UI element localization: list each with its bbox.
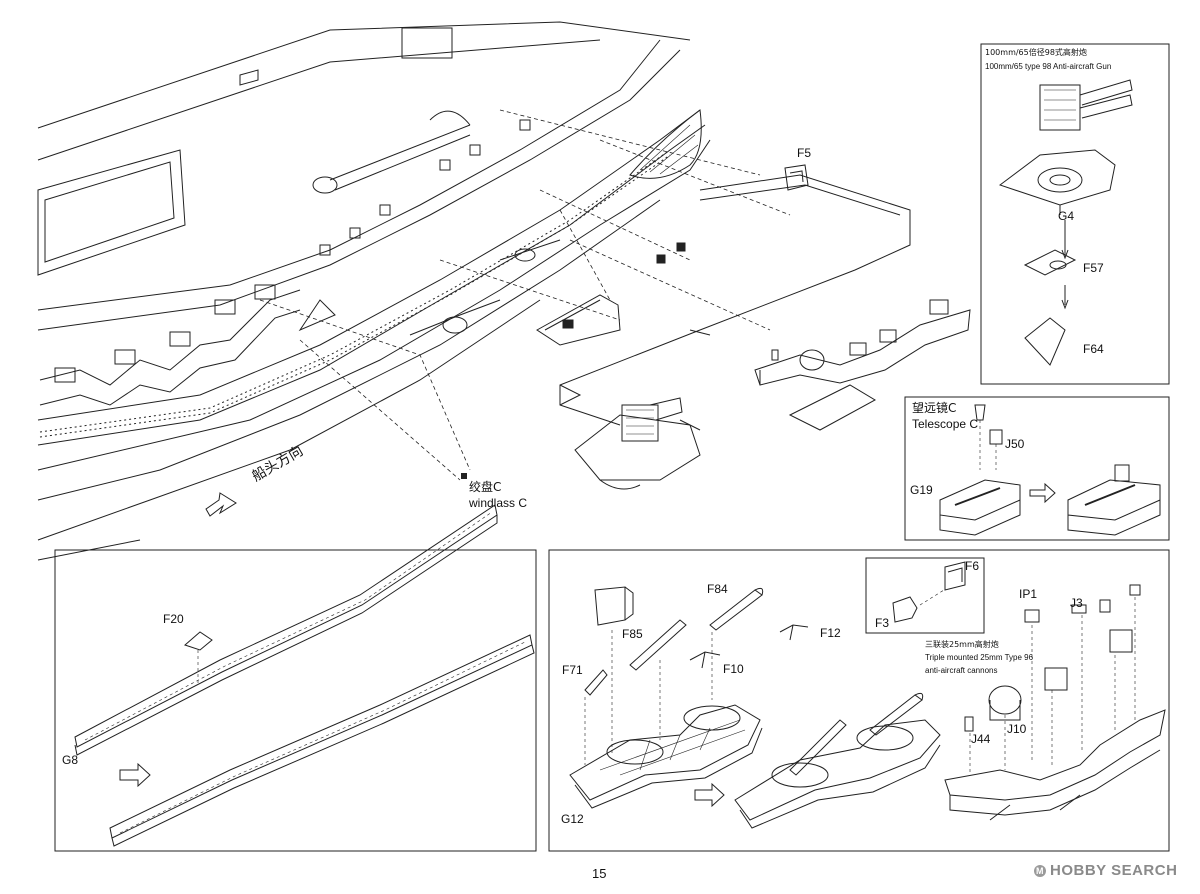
part-label-g8: G8 (62, 753, 79, 767)
cannon-title-en-1: Triple mounted 25mm Type 96 (925, 653, 1034, 662)
telescope-drawing (939, 404, 1161, 536)
part-label-f84: F84 (707, 582, 728, 596)
platform-assembly-drawing (569, 561, 1166, 829)
telescope-title-cn: 望远镜C (912, 401, 957, 415)
windlass-label-cn: 绞盘C (469, 480, 502, 494)
telescope-panel-border (904, 396, 1170, 541)
rail-drawing (74, 504, 535, 847)
part-label-f20: F20 (163, 612, 184, 626)
part-label-g19: G19 (910, 483, 933, 497)
rail-panel-border (54, 549, 537, 852)
part-label-ip1: IP1 (1019, 587, 1038, 601)
watermark: M HOBBY SEARCH (1034, 862, 1177, 879)
cannon-title-cn: 三联装25mm高射炮 (925, 640, 999, 649)
aa-gun-panel-border (980, 43, 1170, 385)
hull-drawing (37, 21, 711, 561)
part-label-f12: F12 (820, 626, 841, 640)
part-label-j44: J44 (971, 732, 991, 746)
watermark-logo-icon: M (1034, 864, 1046, 877)
part-label-f71: F71 (562, 663, 583, 677)
part-label-f3: F3 (875, 616, 890, 630)
part-label-j3: J3 (1070, 596, 1083, 610)
part-label-f85: F85 (622, 627, 643, 641)
telescope-title-en: Telescope C (912, 417, 979, 431)
aa-gun-drawing (998, 79, 1133, 366)
part-label-g4: G4 (1058, 209, 1075, 223)
part-label-f64: F64 (1083, 342, 1104, 356)
aa-gun-title-en: 100mm/65 type 98 Anti-aircraft Gun (985, 62, 1112, 71)
platform-panel-border (548, 549, 1170, 852)
bow-direction-arrow (205, 492, 237, 517)
part-label-j50: J50 (1005, 437, 1025, 451)
part-label-f57: F57 (1083, 261, 1104, 275)
part-label-f5: F5 (797, 146, 812, 160)
aa-gun-title-cn: 100mm/65倍径98式高射炮 (985, 48, 1087, 57)
page-number: 15 (592, 866, 607, 881)
windlass-label-en: windlass C (469, 496, 528, 510)
part-label-j10: J10 (1007, 722, 1027, 736)
f3-f6-inset-border (865, 557, 985, 634)
platform-drawing (259, 109, 971, 490)
part-label-f10: F10 (723, 662, 744, 676)
part-label-g12: G12 (561, 812, 584, 826)
cannon-title-en-2: anti-aircraft cannons (925, 666, 998, 675)
windlass-part (461, 473, 467, 479)
watermark-text: HOBBY SEARCH (1050, 862, 1178, 879)
part-label-f6: F6 (965, 559, 980, 573)
